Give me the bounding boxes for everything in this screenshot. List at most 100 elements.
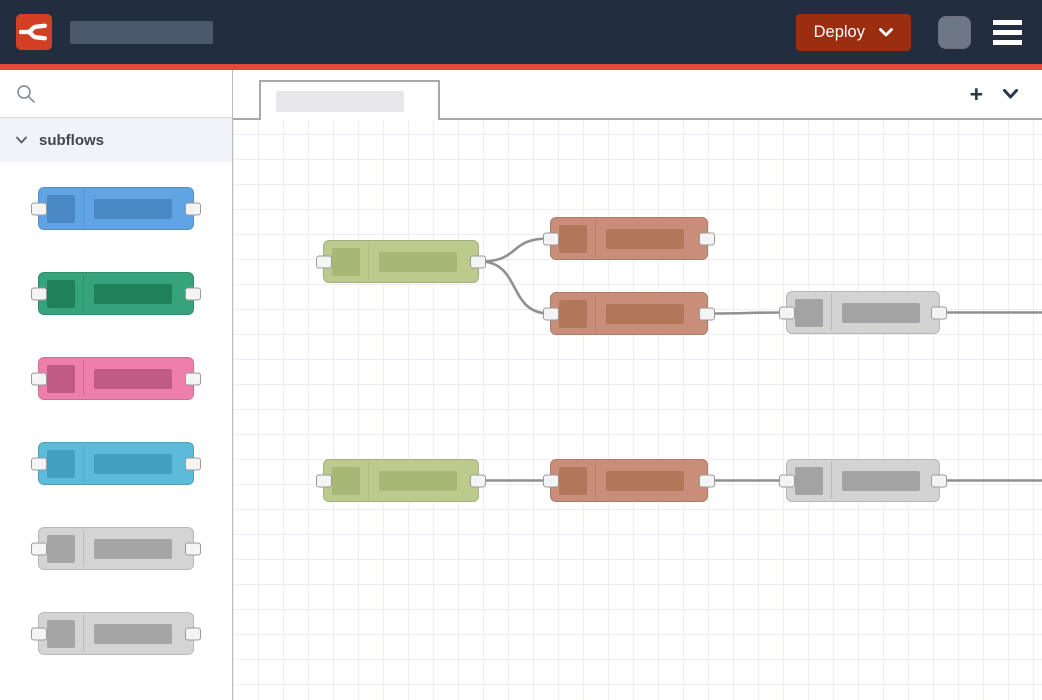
node-icon	[559, 224, 587, 253]
deploy-button[interactable]: Deploy	[795, 13, 911, 51]
node-output-port[interactable]	[931, 474, 947, 487]
flow-node-salmon-1[interactable]	[543, 217, 715, 260]
add-flow-button[interactable]: +	[969, 80, 983, 107]
node-input-port[interactable]	[543, 232, 559, 245]
palette-subflow-green[interactable]	[31, 272, 201, 315]
node-input-port[interactable]	[31, 457, 47, 470]
node-output-port[interactable]	[185, 627, 201, 640]
palette-subflow-pink[interactable]	[31, 357, 201, 400]
node-icon-divider	[595, 220, 596, 257]
node-label-redacted	[379, 470, 457, 491]
palette-search[interactable]	[0, 70, 232, 118]
node-output-port[interactable]	[699, 232, 715, 245]
chevron-down-icon	[879, 27, 893, 36]
palette-item[interactable]	[31, 187, 201, 230]
node-input-port[interactable]	[316, 474, 332, 487]
node-label-redacted	[94, 538, 172, 559]
node-label-redacted	[94, 283, 172, 304]
node-label-redacted	[94, 623, 172, 644]
node-output-port[interactable]	[185, 287, 201, 300]
node-label-redacted	[379, 251, 457, 272]
node-icon-divider	[368, 462, 369, 499]
flow-node-salmon-3[interactable]	[543, 459, 715, 502]
main-menu-button[interactable]	[989, 14, 1026, 51]
node-icon	[332, 247, 360, 276]
node-output-port[interactable]	[470, 474, 486, 487]
node-icon	[559, 466, 587, 495]
node-label-redacted	[606, 303, 684, 324]
flow-tab-active[interactable]	[259, 80, 440, 120]
node-output-port[interactable]	[185, 372, 201, 385]
node-icon	[47, 449, 75, 478]
hamburger-icon	[993, 29, 1022, 35]
node-input-port[interactable]	[543, 307, 559, 320]
node-icon	[47, 279, 75, 308]
palette-node-list	[0, 162, 232, 655]
wire[interactable]	[478, 237, 551, 263]
node-icon-divider	[595, 295, 596, 332]
node-icon	[559, 299, 587, 328]
wire[interactable]	[707, 311, 787, 315]
flow-canvas[interactable]	[233, 120, 1042, 700]
header-accent-line	[0, 64, 1042, 70]
node-output-port[interactable]	[699, 474, 715, 487]
flow-node-green-1[interactable]	[316, 240, 486, 283]
node-icon	[47, 194, 75, 223]
app-title-redacted	[70, 20, 213, 44]
hamburger-icon	[993, 39, 1022, 45]
node-input-port[interactable]	[31, 542, 47, 555]
node-icon	[332, 466, 360, 495]
node-icon	[47, 364, 75, 393]
hamburger-icon	[993, 19, 1022, 25]
palette-subflow-gray-2[interactable]	[31, 612, 201, 655]
node-label-redacted	[94, 198, 172, 219]
node-icon	[47, 534, 75, 563]
palette-category-label: subflows	[39, 131, 105, 149]
wire[interactable]	[478, 260, 551, 315]
node-label-redacted	[606, 470, 684, 491]
flow-node-green-2[interactable]	[316, 459, 486, 502]
palette-subflow-cyan[interactable]	[31, 442, 201, 485]
palette-category-subflows[interactable]: subflows	[0, 118, 232, 162]
node-input-port[interactable]	[779, 306, 795, 319]
palette-item[interactable]	[31, 612, 201, 655]
tab-list-button[interactable]	[1001, 87, 1020, 101]
flow-node-gray-1[interactable]	[779, 291, 947, 334]
chevron-down-icon	[16, 136, 27, 144]
node-input-port[interactable]	[31, 372, 47, 385]
node-output-port[interactable]	[699, 307, 715, 320]
node-output-port[interactable]	[185, 542, 201, 555]
node-icon-divider	[83, 190, 84, 227]
palette-subflow-gray-1[interactable]	[31, 527, 201, 570]
palette-item[interactable]	[31, 442, 201, 485]
node-input-port[interactable]	[31, 627, 47, 640]
node-output-port[interactable]	[185, 202, 201, 215]
node-input-port[interactable]	[543, 474, 559, 487]
node-icon-divider	[83, 445, 84, 482]
node-icon-divider	[83, 530, 84, 567]
node-input-port[interactable]	[31, 287, 47, 300]
node-output-port[interactable]	[931, 306, 947, 319]
palette-subflow-blue[interactable]	[31, 187, 201, 230]
deploy-button-label: Deploy	[813, 22, 865, 41]
node-output-port[interactable]	[470, 255, 486, 268]
main-layout: subflows +	[0, 70, 1042, 700]
node-icon-divider	[83, 360, 84, 397]
plus-icon: +	[969, 80, 983, 107]
user-avatar[interactable]	[938, 15, 971, 49]
palette-item[interactable]	[31, 272, 201, 315]
node-output-port[interactable]	[185, 457, 201, 470]
palette-item[interactable]	[31, 527, 201, 570]
node-input-port[interactable]	[316, 255, 332, 268]
search-icon	[17, 84, 35, 103]
node-icon	[795, 466, 823, 495]
node-input-port[interactable]	[31, 202, 47, 215]
palette-item[interactable]	[31, 357, 201, 400]
node-label-redacted	[94, 368, 172, 389]
node-label-redacted	[842, 302, 920, 323]
flow-node-gray-2[interactable]	[779, 459, 947, 502]
node-input-port[interactable]	[779, 474, 795, 487]
node-icon-divider	[83, 615, 84, 652]
node-red-logo-icon	[19, 23, 47, 41]
flow-node-salmon-2[interactable]	[543, 292, 715, 335]
